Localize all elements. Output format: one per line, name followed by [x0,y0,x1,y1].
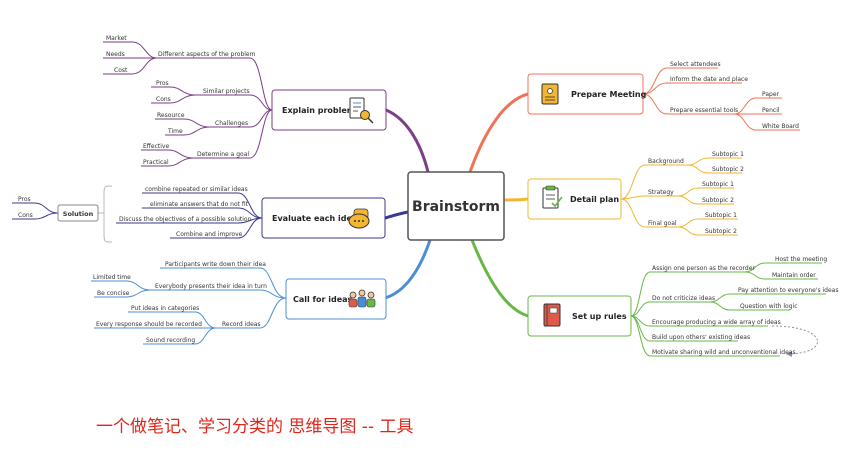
prepare-node[interactable]: Prepare Meeting [527,73,647,115]
label-attendees: Select attendees [670,61,721,68]
label-final: Final goal [648,220,677,227]
label-resource: Resource [157,112,185,119]
label-board: White Board [762,123,799,130]
document-search-icon [349,97,374,124]
label-discuss: Discuss the objectives of a possible sol… [119,216,252,223]
label-solution-cons: Cons [18,212,33,219]
label-paper: Paper [762,91,780,98]
evaluate-title: Evaluate each idea [272,214,357,223]
caption-text: 一个做笔记、学习分类的 思维导图 -- 工具 [96,417,414,437]
label-needs: Needs [106,51,125,58]
label-record: Record ideas [222,321,261,328]
label-question: Question with logic [740,303,798,310]
label-fg-subtopic-1: Subtopic 1 [705,212,737,219]
label-pencil: Pencil [762,107,780,114]
label-encourage: Encourage producing a wide array of idea… [652,319,781,326]
label-bg-subtopic-2: Subtopic 2 [712,166,744,173]
label-host: Host the meeting [775,256,827,263]
label-practical: Practical [143,159,169,166]
explain-title: Explain problem [282,106,355,115]
label-concise: Be concise [97,290,130,297]
solution-node[interactable] [57,204,99,222]
label-write: Participants write down their idea [165,261,266,268]
detail-title: Detail plan [570,195,619,204]
book-icon [543,303,561,327]
label-cons: Cons [156,96,171,103]
label-goal: Determine a goal [197,151,249,158]
label-present: Everybody presents their idea in turn [155,283,267,290]
label-eliminate: eliminate answers that do not fit [150,201,249,208]
label-st-subtopic-1: Subtopic 1 [702,181,734,188]
label-fg-subtopic-2: Subtopic 2 [705,228,737,235]
label-time: Time [167,128,183,135]
label-market: Market [106,35,127,42]
prepare-title: Prepare Meeting [571,90,647,99]
label-assign: Assign one person as the recorder [652,265,755,272]
label-bg-subtopic-1: Subtopic 1 [712,151,744,158]
label-challenges: Challenges [215,120,248,127]
label-tools: Prepare essential tools [670,107,738,114]
root-title: Brainstorm [412,199,500,215]
call-title: Call for ideas [293,295,353,304]
people-icon [348,289,376,308]
label-pay: Pay attention to everyone's ideas [738,287,838,294]
label-solution-pros: Pros [18,196,31,203]
label-cost: Cost [114,67,128,74]
rules-node[interactable]: Set up rules [527,295,632,337]
label-limited: Limited time [93,274,131,281]
id-badge-icon [541,83,559,105]
explain-node[interactable]: Explain problem [271,89,387,131]
call-node[interactable]: Call for ideas [285,278,387,320]
rules-title: Set up rules [572,312,627,321]
label-aspects: Different aspects of the problem [158,51,256,58]
checklist-icon [542,185,563,209]
solution-label: Solution [63,210,94,218]
label-combine-improve: Combine and improve [176,231,243,238]
label-categories: Put ideas in categories [131,305,199,312]
label-st-subtopic-2: Subtopic 2 [702,197,734,204]
label-background: Background [648,158,684,165]
label-maintain: Maintain order [772,272,816,279]
label-strategy: Strategy [648,189,674,196]
label-similar: Similar projects [203,88,250,95]
speech-bubble-icon [348,208,370,229]
label-build: Build upon others' existing ideas [652,334,750,341]
label-inform: Inform the date and place [670,76,748,83]
label-combine-repeated: combine repeated or similar ideas [145,186,248,193]
label-pros: Pros [156,80,169,87]
root-node[interactable] [407,171,505,241]
label-criticize: Do not criticize ideas [652,295,715,302]
detail-node[interactable]: Detail plan [527,178,622,220]
evaluate-node[interactable]: Evaluate each idea [261,197,386,239]
label-motivate: Motivate sharing wild and unconventional… [652,349,796,356]
label-response: Every response should be recorded [96,321,202,328]
label-effective: Effective [143,143,169,150]
label-sound: Sound recording [146,337,195,344]
